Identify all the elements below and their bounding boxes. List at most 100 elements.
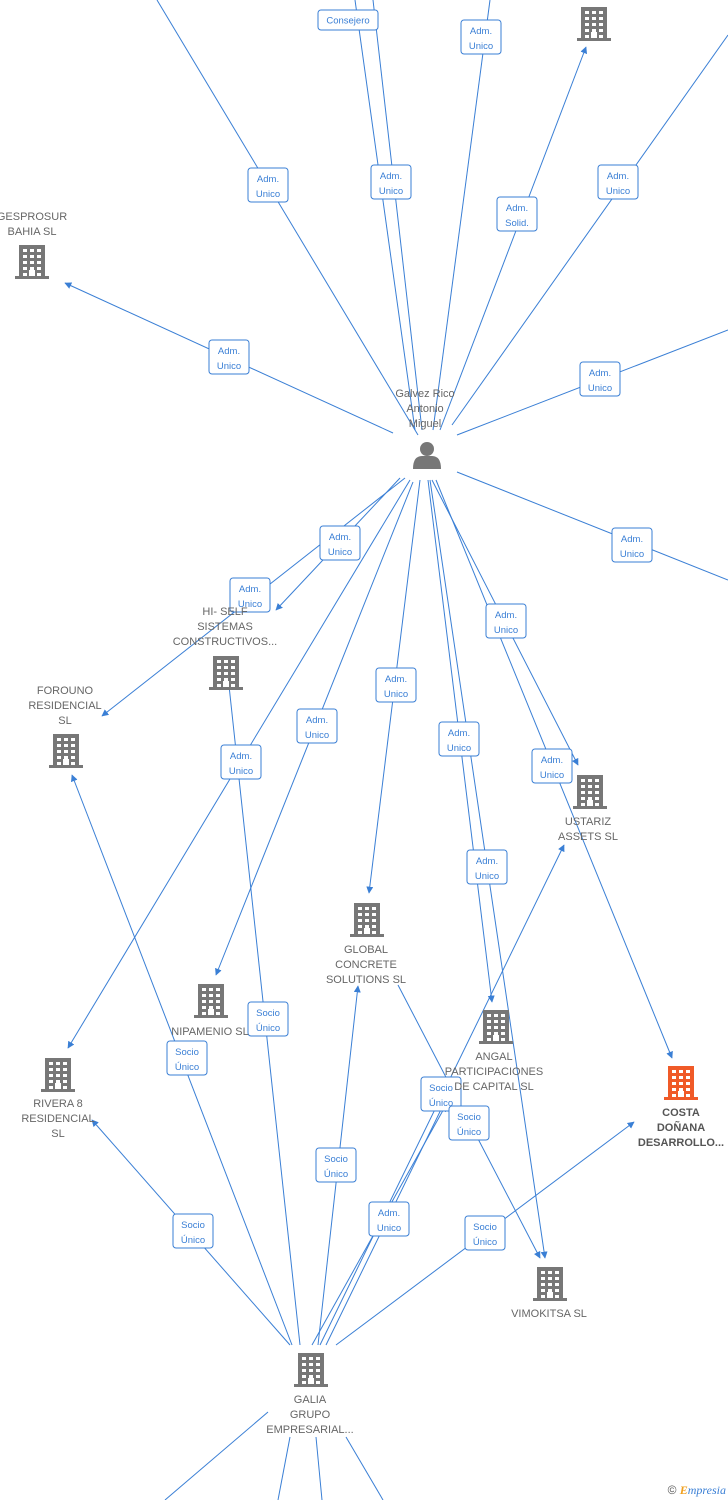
node-costa[interactable]: COSTADOÑANADESARROLLO...: [638, 1066, 724, 1149]
building-icon: [350, 903, 384, 937]
edge-label-text: Socio: [324, 1154, 348, 1165]
node-label: USTARIZ: [565, 816, 612, 828]
edge-label-text: Único: [175, 1062, 199, 1073]
edge-label-text: Adm.: [607, 171, 629, 182]
node-label: DOÑANA: [657, 1121, 705, 1134]
person-icon: [413, 442, 441, 469]
edge-label-text: Unico: [588, 383, 612, 394]
edge-label-text: Adm.: [218, 346, 240, 357]
edge-label-text: Solid.: [505, 218, 529, 229]
edge-label-text: Adm.: [257, 174, 279, 185]
edge-label-e-rivera[interactable]: Adm.Unico: [220, 744, 262, 780]
edge-label-text: Adm.: [470, 26, 492, 37]
edge-label-e-global[interactable]: Adm.Unico: [375, 667, 417, 703]
node-label: SL: [58, 715, 71, 727]
edge-label-text: Consejero: [326, 16, 369, 27]
edge-label-s-ustariz-adm[interactable]: Adm.Unico: [368, 1201, 410, 1237]
node-label: SOLUTIONS SL: [326, 974, 406, 986]
node-label: PARTICIPACIONES: [445, 1066, 543, 1078]
node-label: GRUPO: [290, 1409, 331, 1421]
edge-label-text: Socio: [181, 1220, 205, 1231]
edge-label-e-top-adm1[interactable]: Adm.Unico: [460, 19, 502, 55]
edge-label-e-nipamenio[interactable]: Adm.Unico: [296, 708, 338, 744]
node-label: FOROUNO: [37, 685, 94, 697]
node-label: Miguel: [409, 418, 441, 430]
edge-label-text: Adm.: [621, 534, 643, 545]
building-icon: [15, 245, 49, 279]
edge-line: [277, 1436, 291, 1500]
edge-line: [456, 471, 728, 581]
node-label: Antonio: [406, 403, 443, 415]
node-galia[interactable]: GALIAGRUPOEMPRESARIAL...: [266, 1353, 354, 1436]
edge-label-text: Adm.: [385, 674, 407, 685]
edge-line: [345, 1436, 384, 1500]
edge-label-e-right-adm2[interactable]: Adm. Unico: [579, 361, 621, 397]
building-icon: [479, 1010, 513, 1044]
edge-label-text: Socio: [429, 1083, 453, 1094]
edge-label-text: Adm.: [448, 728, 470, 739]
edge-label-e-gesprosur[interactable]: Adm.Unico: [208, 339, 250, 375]
copyright-mark: ©: [667, 1483, 677, 1497]
edge-label-e-ustariz-b[interactable]: Adm.Unico: [531, 748, 573, 784]
edge-label-text: Unico: [606, 186, 630, 197]
edge-label-e-vimokitsa[interactable]: Adm.Unico: [466, 849, 508, 885]
node-hiself[interactable]: HI- SELFSISTEMASCONSTRUCTIVOS...: [173, 606, 278, 690]
edge-label-text: Unico: [494, 625, 518, 636]
edge-label-text: Socio: [256, 1008, 280, 1019]
edge-label-e-hiself-a[interactable]: Adm.Unico: [319, 525, 361, 561]
node-label: COSTA: [662, 1107, 700, 1119]
node-global[interactable]: GLOBAL CONCRETE SOLUTIONS SL: [326, 903, 406, 986]
node-label: ANGAL: [475, 1051, 512, 1063]
node-label: GESPROSUR: [0, 211, 67, 223]
node-label: CONSTRUCTIVOS...: [173, 636, 278, 648]
edge-label-text: Único: [429, 1098, 453, 1109]
node-top_company[interactable]: [577, 7, 611, 41]
node-nipamenio[interactable]: NIPAMENIO SL: [171, 984, 249, 1038]
edge-label-text: Único: [324, 1169, 348, 1180]
edge-label-e-solid[interactable]: Adm.Solid.: [496, 196, 538, 232]
edge-label-text: Unico: [379, 186, 403, 197]
building-icon: [49, 734, 83, 768]
edge-label-text: Socio: [473, 1222, 497, 1233]
node-ustariz[interactable]: USTARIZ ASSETS SL: [558, 775, 618, 843]
node-vimokitsa[interactable]: VIMOKITSA SL: [511, 1267, 587, 1320]
edge-label-text: Socio: [175, 1047, 199, 1058]
edge-label-text: Adm.: [329, 532, 351, 543]
edge-label-e-angal[interactable]: Adm. Unico: [438, 721, 480, 757]
building-icon: [294, 1353, 328, 1387]
footer: © Empresia: [668, 1483, 726, 1498]
edge-line: [432, 0, 491, 431]
edge-label-text: Adm.: [589, 368, 611, 379]
node-label: ASSETS SL: [558, 831, 618, 843]
edge-label-text: Adm.: [541, 755, 563, 766]
edge-label-e-right-adm3[interactable]: Adm.Unico: [611, 527, 653, 563]
edge-line: [354, 0, 416, 431]
edge-label-text: Único: [457, 1127, 481, 1138]
building-icon: [41, 1058, 75, 1092]
brand-logo[interactable]: Empresia: [679, 1483, 726, 1497]
node-label: GLOBAL: [344, 944, 388, 956]
edge-label-e-right-adm1[interactable]: Adm. Unico: [597, 164, 639, 200]
node-label: CONCRETE: [335, 959, 397, 971]
edge-label-e-mid-adm[interactable]: Adm.Unico: [370, 164, 412, 200]
edge-label-e-consejero[interactable]: Consejero: [317, 9, 379, 31]
edge-label-text: Adm.: [378, 1208, 400, 1219]
edge-label-e-forouno[interactable]: Adm.Unico: [229, 577, 271, 613]
edge-label-text: Socio: [457, 1112, 481, 1123]
edge-label-text: Unico: [447, 743, 471, 754]
node-label: GALIA: [294, 1394, 327, 1406]
edge-label-e-ustariz-a[interactable]: Adm.Unico: [485, 603, 527, 639]
edge-label-e-left-adm[interactable]: Adm.Unico: [247, 167, 289, 203]
